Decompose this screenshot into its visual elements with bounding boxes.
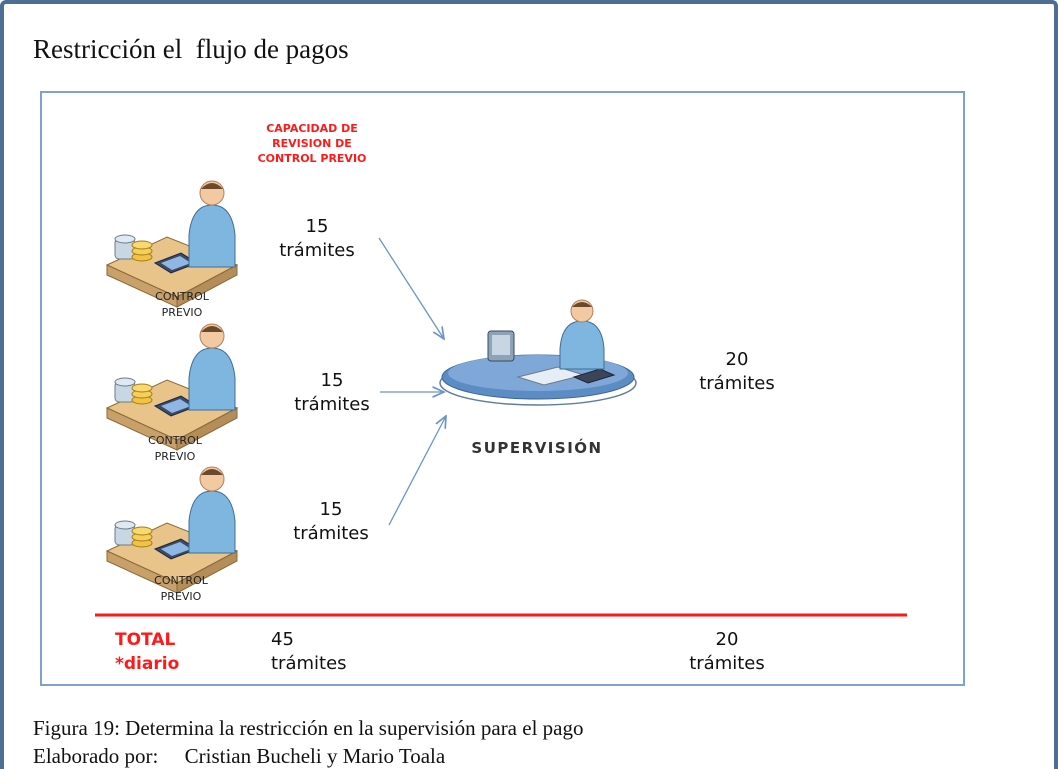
diagram-graphics (95, 180, 907, 617)
station-2-capacity: 15 trámites (294, 370, 370, 415)
flow-diagram: CAPACIDAD DE REVISION DE CONTROL PREVIO … (40, 91, 965, 686)
station-3-capacity: 15 trámites (293, 499, 369, 544)
slide-heading: Restricción el flujo de pagos (33, 34, 349, 64)
total-left-value: 45 trámites (271, 629, 347, 674)
flow-arrows (378, 237, 446, 526)
supervision-desk-icon (439, 299, 637, 406)
supervision-label: SUPERVISIÓN (471, 439, 603, 457)
arrow-1 (378, 237, 444, 339)
control-previo-icon-2 (106, 323, 238, 451)
arrow-3 (388, 416, 446, 526)
station-3-label: CONTROL PREVIO (154, 574, 208, 603)
figure-credits: Elaborado por: Cristian Bucheli y Mario … (33, 744, 446, 768)
figure-caption: Figura 19: Determina la restricción en l… (33, 716, 584, 740)
station-2-label: CONTROL PREVIO (148, 434, 202, 463)
capacity-title: CAPACIDAD DE REVISION DE CONTROL PREVIO (257, 122, 367, 165)
station-1-label: CONTROL PREVIO (155, 290, 209, 319)
total-right-value: 20 trámites (689, 629, 765, 674)
supervision-capacity: 20 trámites (699, 349, 775, 394)
station-1-capacity: 15 trámites (279, 216, 355, 261)
total-label: TOTAL *diario (115, 630, 180, 674)
